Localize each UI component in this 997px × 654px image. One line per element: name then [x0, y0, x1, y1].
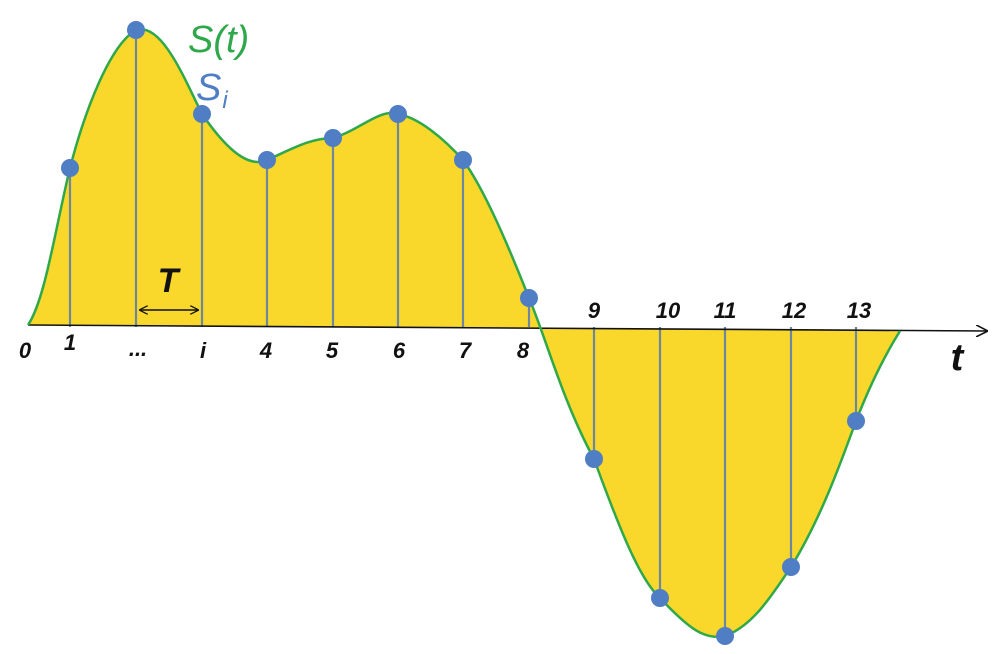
- sample-point: [127, 21, 145, 39]
- tick-label: 4: [259, 338, 272, 363]
- tick-label: 5: [326, 338, 339, 363]
- tick-label: 12: [782, 298, 807, 323]
- sample-point: [454, 151, 472, 169]
- sample-point: [585, 450, 603, 468]
- tick-label: 8: [517, 338, 530, 363]
- axis-variable-label: t: [951, 337, 965, 379]
- sample-points: [61, 21, 865, 645]
- sample-label-base: S: [196, 67, 221, 109]
- sample-point: [389, 105, 407, 123]
- tick-label: 9: [588, 298, 601, 323]
- sample-stems: [68, 30, 858, 636]
- sample-point: [716, 627, 734, 645]
- tick-label: 1: [64, 330, 76, 355]
- sample-point: [847, 412, 865, 430]
- tick-label: ...: [129, 336, 147, 361]
- sample-point: [651, 589, 669, 607]
- sample-point: [258, 151, 276, 169]
- sample-point: [193, 105, 211, 123]
- signal-label: S(t): [188, 19, 249, 61]
- tick-label: i: [200, 338, 207, 363]
- sample-label-subscript: i: [222, 87, 228, 114]
- tick-label: 7: [459, 338, 473, 363]
- signal-area-fill: [28, 29, 900, 637]
- tick-label: 0: [19, 338, 32, 363]
- sample-point: [61, 159, 79, 177]
- sample-point: [324, 129, 342, 147]
- sample-point: [520, 289, 538, 307]
- tick-label: 13: [847, 298, 871, 323]
- sample-point: [782, 558, 800, 576]
- tick-labels: 0 1 ... i 4 5 6 7 8 9 10 11 12 13: [19, 298, 871, 363]
- sample-label: Si: [196, 67, 228, 114]
- tick-label: 10: [656, 298, 681, 323]
- tick-label: 11: [714, 298, 737, 323]
- tick-label: 6: [393, 338, 406, 363]
- time-axis: [27, 324, 987, 331]
- period-label: T: [158, 262, 182, 300]
